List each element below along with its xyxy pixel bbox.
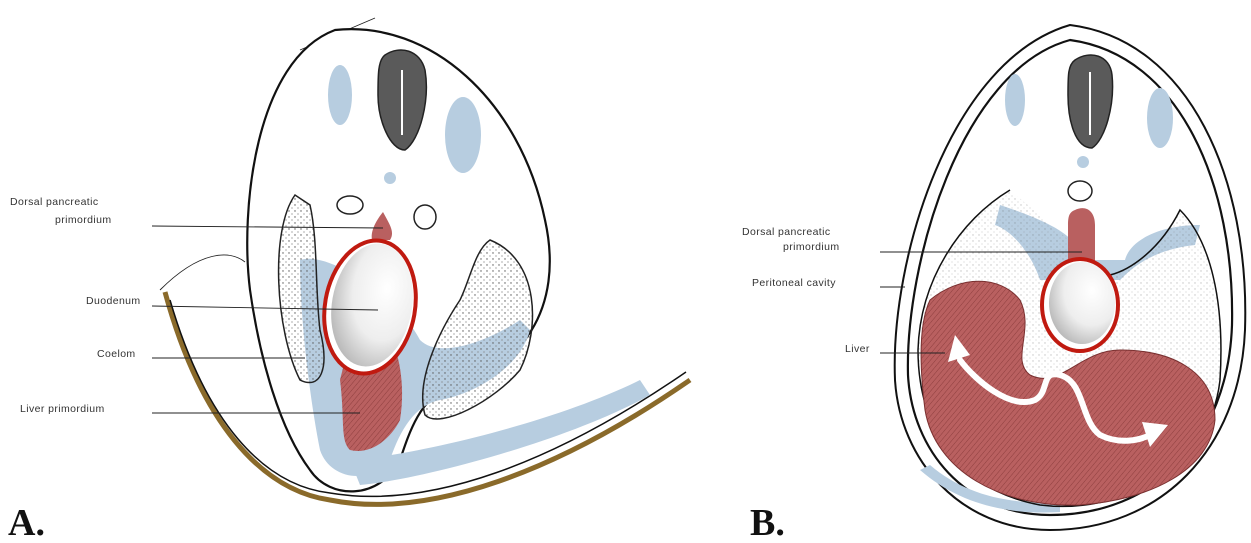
panel-b: Dorsal pancreatic primordium Peritoneal … xyxy=(742,25,1245,543)
label-primordium-a: primordium xyxy=(55,214,112,226)
somite-left-a xyxy=(328,65,352,125)
dorsal-pancreas-b xyxy=(1068,208,1095,262)
aorta-right-a xyxy=(414,205,436,229)
label-liver-primordium-a: Liver primordium xyxy=(20,403,105,415)
label-coelom-a: Coelom xyxy=(97,348,136,360)
panel-letter-b: B. xyxy=(750,502,785,543)
notochord-b xyxy=(1077,156,1089,168)
label-dorsal-pancreatic-a: Dorsal pancreatic xyxy=(10,196,99,208)
panel-a: Dorsal pancreatic primordium Duodenum Co… xyxy=(8,18,690,543)
panel-letter-a: A. xyxy=(8,502,45,543)
label-peritoneal-cavity-b: Peritoneal cavity xyxy=(752,277,836,289)
aorta-left-a xyxy=(337,196,363,214)
notochord-a xyxy=(384,172,396,184)
somite-left-b xyxy=(1005,74,1025,126)
aorta-b xyxy=(1068,181,1092,201)
somite-right-a xyxy=(445,97,481,173)
label-dorsal-pancreatic-b: Dorsal pancreatic xyxy=(742,226,831,238)
label-liver-b: Liver xyxy=(845,343,870,355)
somite-right-b xyxy=(1147,88,1173,148)
label-primordium-b: primordium xyxy=(783,241,840,253)
label-duodenum-a: Duodenum xyxy=(86,295,141,307)
